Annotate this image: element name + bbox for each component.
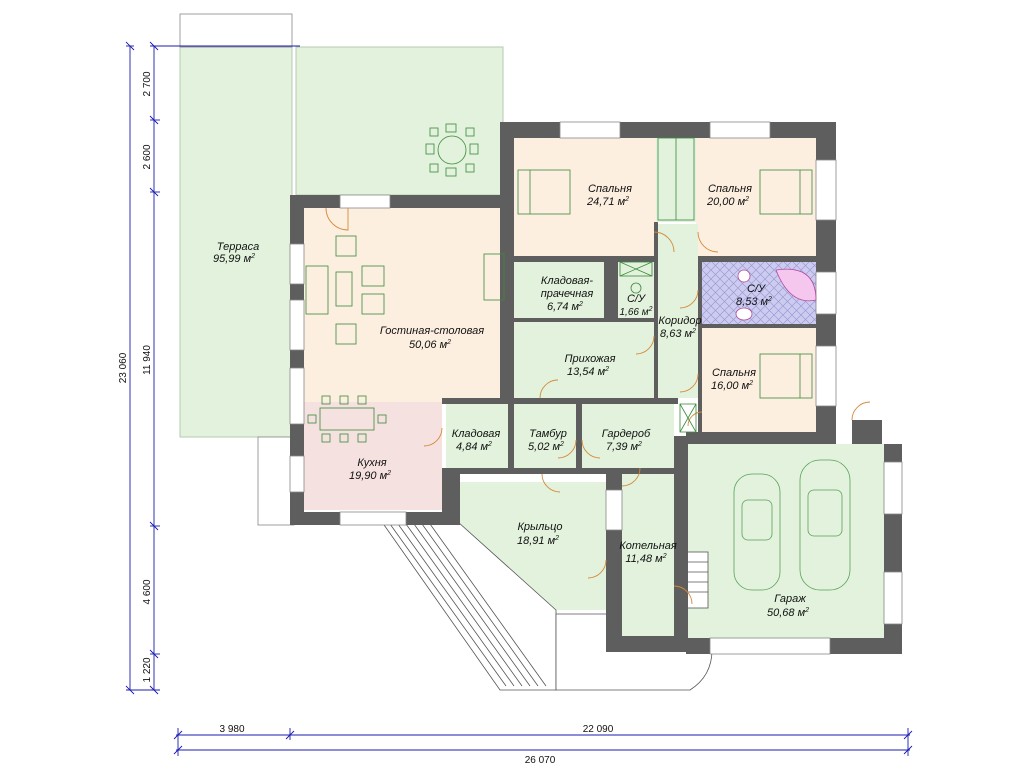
room-bedroom3-area: 16,00 м2 (711, 380, 753, 392)
hall-floor (514, 322, 654, 402)
room-terrace-name: Терраса (217, 241, 259, 253)
room-pantry-laundry-area: 6,74 м2 (547, 301, 583, 313)
dim-bottom-seg-1: 3 980 (219, 724, 244, 735)
room-corridor-area: 8,63 м2 (660, 328, 696, 340)
room-bedroom1-name: Спальня (588, 183, 632, 195)
bedroom3-floor (700, 328, 816, 432)
vestibule-floor (514, 404, 576, 468)
pantry-floor (446, 404, 508, 468)
dim-bottom-total: 26 070 (525, 755, 556, 766)
dimension-labels: 23 060 2 700 2 600 11 940 4 600 1 220 3 … (118, 71, 614, 766)
dim-left-seg-5: 1 220 (142, 657, 153, 682)
dim-left-seg-4: 4 600 (142, 579, 153, 604)
kitchen-floor (304, 402, 442, 510)
terrace-steps (179, 13, 293, 48)
room-living-area: 50,06 м2 (409, 339, 451, 351)
room-wardrobe-name: Гардероб (602, 428, 651, 440)
room-living-name: Гостиная-столовая (380, 325, 484, 337)
garage-stairs (685, 551, 709, 609)
room-boiler-area: 11,48 м2 (625, 553, 666, 565)
floors (179, 13, 886, 638)
room-wardrobe-area: 7,39 м2 (606, 441, 642, 453)
pantry-laundry-floor (514, 262, 604, 318)
room-wc-small-name: С/У (627, 293, 646, 305)
room-pantry-area: 4,84 м2 (456, 441, 492, 453)
living-furniture (305, 235, 505, 345)
wc-small-floor (618, 262, 654, 318)
room-vestibule-area: 5,02 м2 (528, 441, 564, 453)
living-floor (304, 208, 508, 402)
windows (289, 121, 903, 655)
room-boiler-name: Котельная (619, 540, 677, 552)
room-corridor-name: Коридор (658, 315, 701, 327)
kitchen-side-platform (257, 436, 295, 526)
room-bedroom2-area: 20,00 м2 (706, 196, 749, 208)
room-porch-name: Крыльцо (517, 521, 562, 533)
laundry-closet (619, 137, 697, 433)
room-pantry-name: Кладовая (452, 428, 501, 440)
terrace-floor (179, 46, 293, 438)
doors (325, 207, 871, 605)
garage-cars (733, 459, 851, 591)
dim-bottom-seg-2: 22 090 (583, 724, 614, 735)
room-wc-small-area: 1,66 м2 (619, 306, 652, 318)
room-porch-area: 18,91 м2 (517, 535, 559, 547)
room-pantry-laundry-name-1: Кладовая- (541, 275, 593, 287)
wardrobe-floor (582, 404, 674, 468)
bathroom-fixtures (630, 268, 817, 321)
bedroom2-floor (696, 138, 816, 256)
dim-left-seg-3: 11 940 (142, 345, 153, 375)
room-bedroom2-name: Спальня (708, 183, 752, 195)
dim-left-seg-2: 2 600 (142, 144, 153, 169)
dim-left-total: 23 060 (118, 352, 129, 383)
room-kitchen-area: 19,90 м2 (349, 470, 391, 482)
room-garage-area: 50,68 м2 (767, 607, 809, 619)
room-vestibule-name: Тамбур (529, 428, 567, 440)
garage-floor (686, 444, 886, 638)
kitchen-dining-set (307, 395, 387, 443)
porch-floor (458, 482, 606, 610)
terrace-upper-floor (295, 46, 504, 196)
dim-left-seg-1: 2 700 (142, 71, 153, 96)
room-pantry-laundry-name-2: прачечная (541, 288, 594, 300)
room-terrace-area: 95,99 м2 (213, 253, 255, 265)
room-kitchen-name: Кухня (357, 457, 386, 469)
corridor-floor (658, 224, 698, 398)
room-hall-name: Прихожая (564, 353, 615, 365)
room-bathroom-area: 8,53 м2 (736, 296, 772, 308)
furniture (305, 123, 851, 591)
bedroom1-floor (514, 138, 656, 256)
boiler-floor (622, 474, 678, 638)
room-bedroom3-name: Спальня (712, 367, 756, 379)
dimension-lines (125, 41, 913, 756)
room-labels: Терраса 95,99 м2 Гостиная-столовая 50,06… (213, 183, 809, 619)
beds (517, 169, 813, 399)
room-garage-name: Гараж (774, 593, 806, 605)
room-bathroom-name: С/У (747, 283, 766, 295)
room-hall-area: 13,54 м2 (567, 366, 609, 378)
room-bedroom1-area: 24,71 м2 (586, 196, 629, 208)
terrace-dining-set (425, 123, 479, 177)
